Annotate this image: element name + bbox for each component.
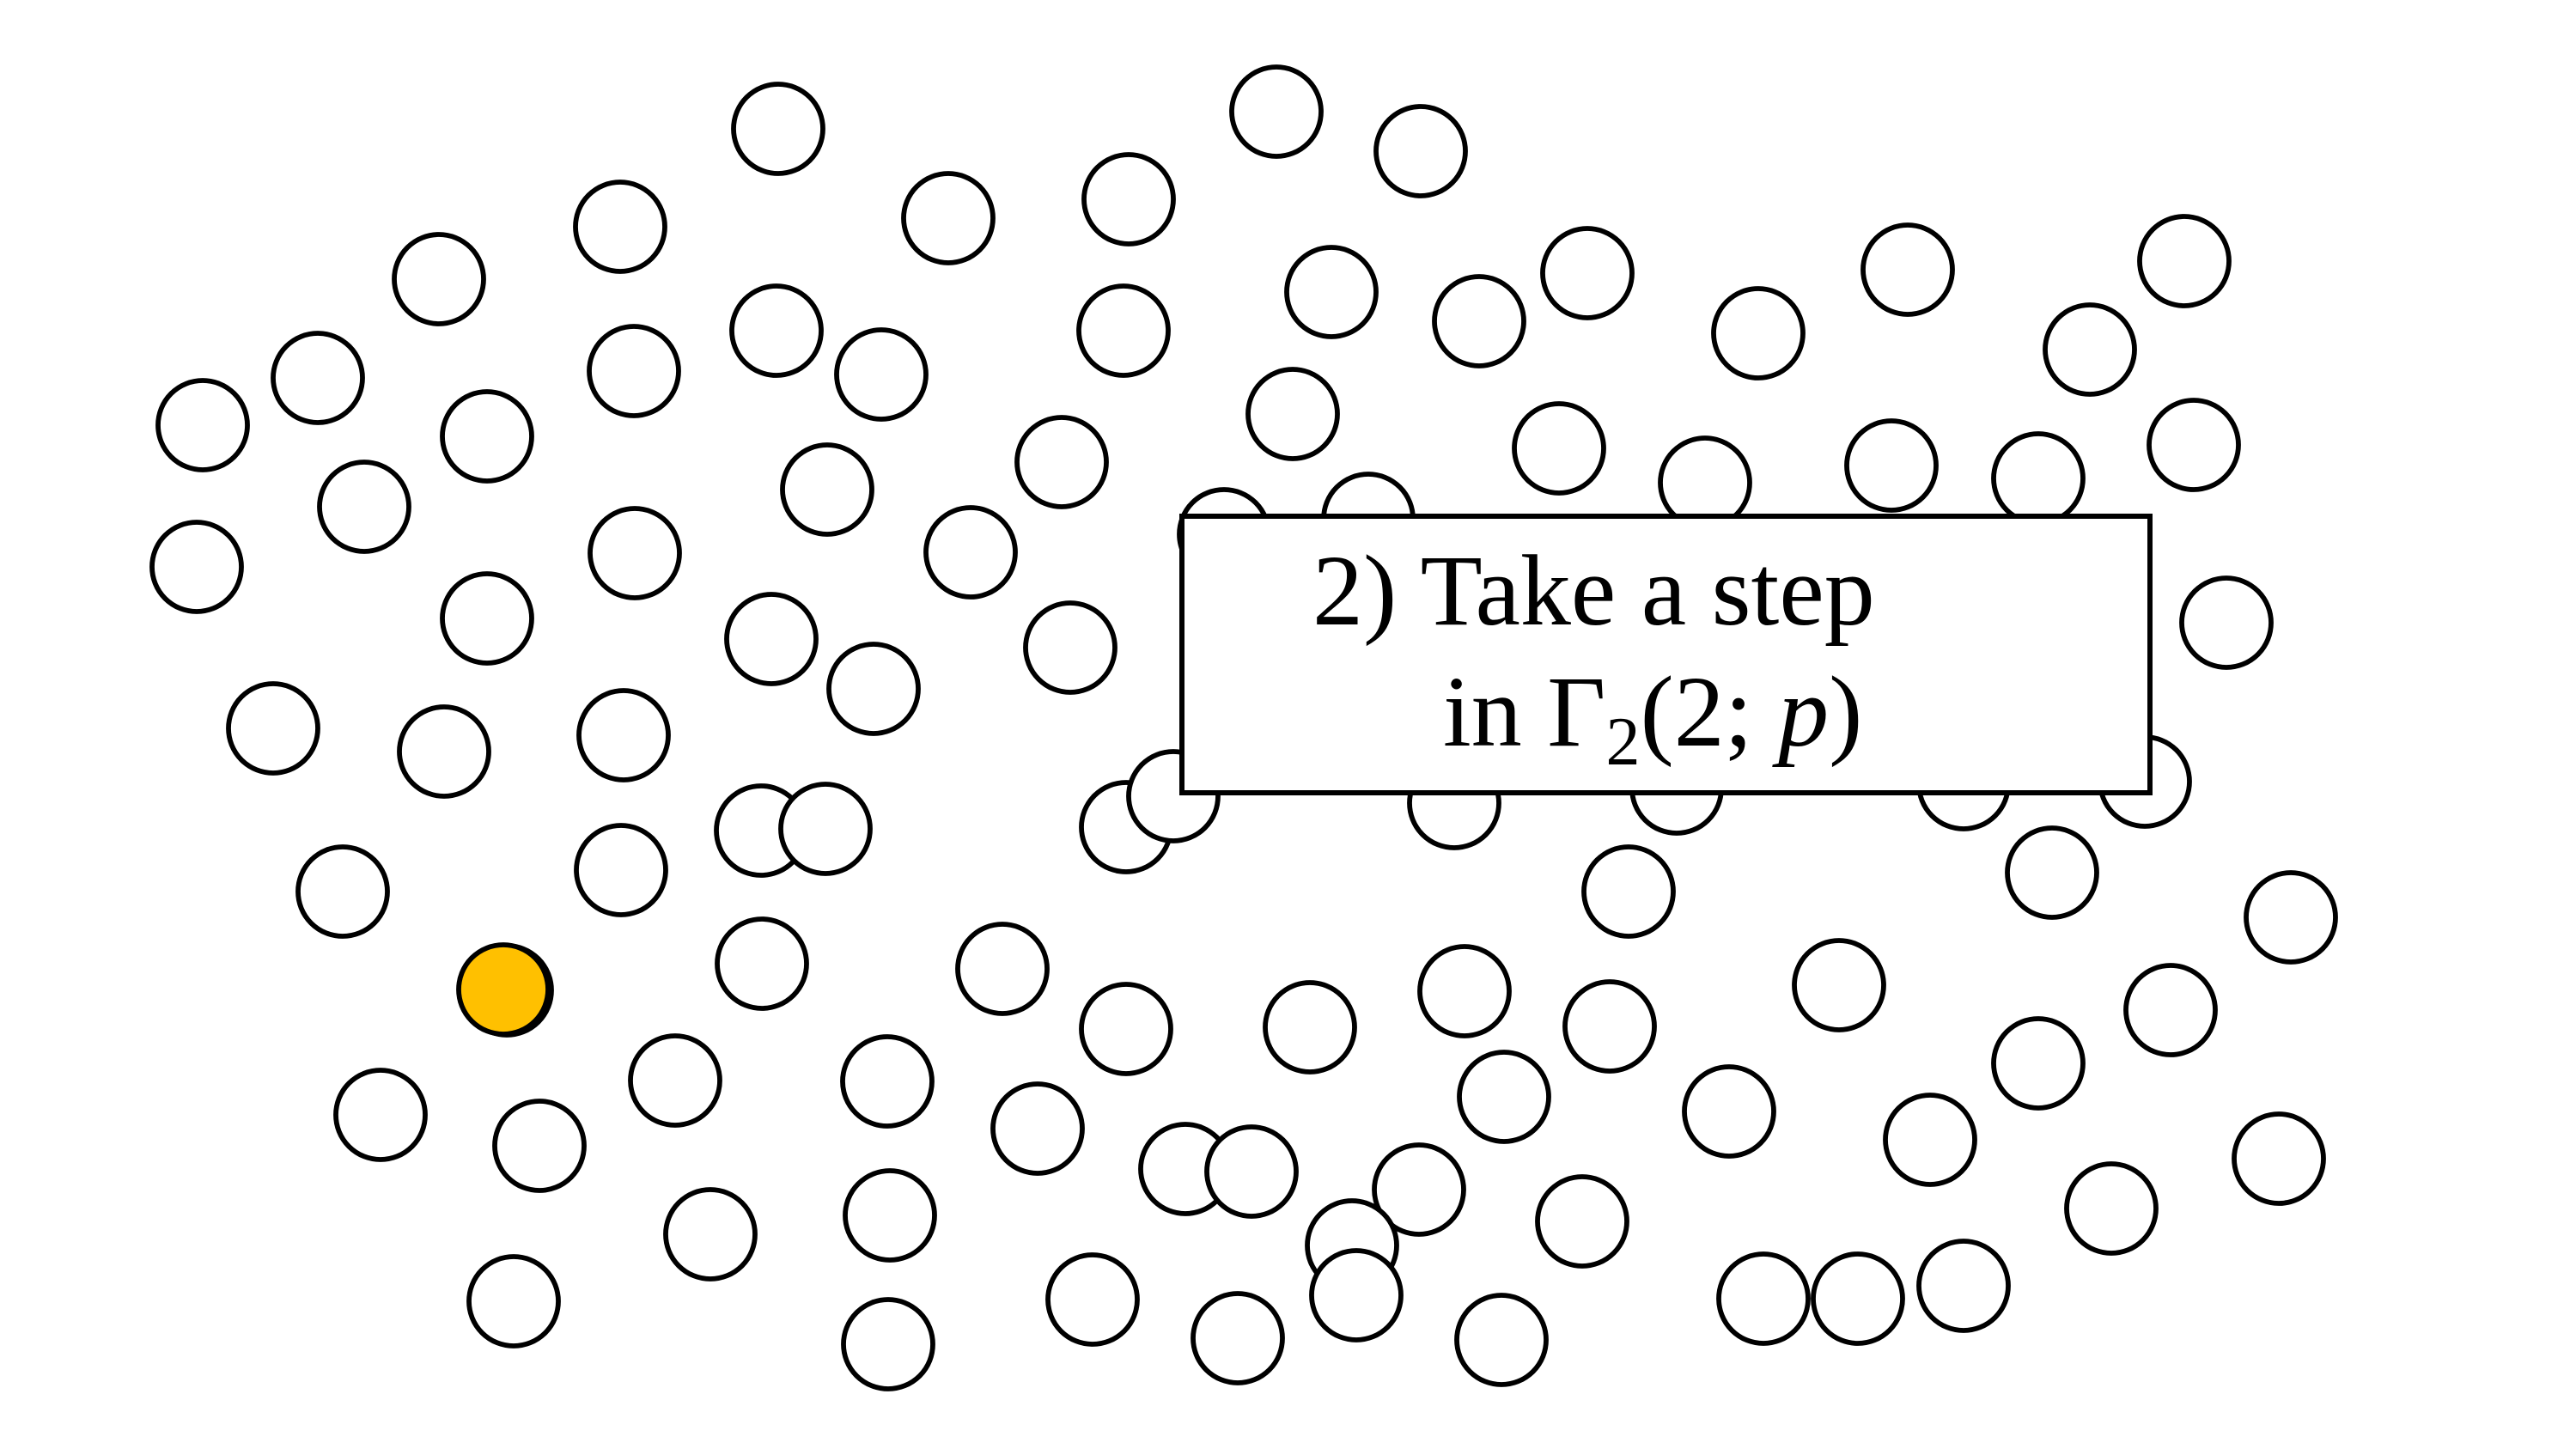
graph-node	[295, 844, 390, 939]
graph-node	[1245, 367, 1340, 461]
graph-node	[901, 171, 996, 265]
graph-node	[2064, 1161, 2159, 1256]
graph-node	[1883, 1093, 1977, 1187]
graph-node	[1372, 1142, 1466, 1237]
graph-node	[1991, 431, 2086, 526]
callout-frame	[1179, 514, 2153, 795]
graph-node	[587, 324, 681, 418]
callout-line-2: in Γ2(2; p)	[1443, 655, 1862, 780]
graph-node	[2137, 214, 2232, 308]
graph-node	[440, 571, 534, 666]
graph-node	[392, 232, 486, 326]
graph-node	[1792, 938, 1886, 1032]
graph-node	[2123, 963, 2218, 1057]
graph-node	[780, 442, 874, 537]
graph-node	[2179, 575, 2274, 670]
graph-node	[955, 922, 1050, 1016]
graph-node	[1076, 283, 1171, 378]
graph-node	[1991, 1016, 2086, 1111]
graph-node	[1081, 152, 1176, 247]
gamma-subscript: 2	[1606, 704, 1641, 780]
graph-node	[1432, 274, 1526, 368]
graph-node	[715, 916, 809, 1011]
graph-node	[731, 82, 825, 176]
graph-node	[1454, 1293, 1549, 1387]
graph-node	[1512, 401, 1606, 496]
graph-node	[588, 506, 682, 600]
graph-node	[826, 642, 921, 736]
graph-node	[440, 389, 534, 484]
graph-node	[1916, 1239, 2011, 1333]
graph-node	[1079, 982, 1173, 1076]
graph-node	[1284, 245, 1379, 339]
graph-node	[317, 460, 411, 554]
graph-node	[1535, 1174, 1629, 1269]
graph-node	[333, 1068, 428, 1162]
graph-node	[2043, 302, 2137, 397]
gamma-symbol: Γ	[1547, 655, 1605, 768]
graph-node	[2244, 870, 2338, 965]
callout-line-1: 2) Take a step	[1312, 534, 1875, 647]
graph-node	[576, 688, 671, 782]
graph-node	[834, 327, 929, 422]
graph-node	[573, 180, 667, 274]
graph-node	[729, 283, 824, 378]
graph-node	[1045, 1252, 1140, 1347]
graph-node	[841, 1297, 935, 1391]
graph-node	[1191, 1291, 1285, 1385]
graph-node	[990, 1081, 1085, 1176]
graph-node	[1204, 1124, 1299, 1219]
graph-node	[1811, 1251, 1905, 1346]
graph-node	[778, 782, 873, 876]
graph-node	[628, 1033, 722, 1128]
graph-node	[226, 681, 320, 776]
graph-node	[2232, 1111, 2326, 1206]
graph-node	[574, 823, 668, 917]
callout-line-2-prefix: in	[1443, 655, 1547, 768]
graph-node	[1711, 286, 1806, 381]
graph-node	[1417, 944, 1512, 1038]
graph-node	[1263, 980, 1357, 1075]
graph-node	[1457, 1050, 1551, 1144]
graph-node	[1562, 979, 1657, 1074]
graph-node	[492, 1099, 587, 1193]
graph-node	[2005, 825, 2099, 920]
graph-node	[397, 704, 491, 799]
graph-node	[1581, 844, 1676, 939]
graph-node	[843, 1168, 937, 1263]
graph-node	[149, 520, 244, 614]
graph-node	[1860, 222, 1955, 317]
graph-node	[1844, 418, 1939, 513]
graph-node	[840, 1034, 935, 1129]
graph-node	[1373, 104, 1468, 198]
graph-node	[923, 505, 1018, 600]
highlighted-node	[456, 942, 551, 1037]
callout-args-close: )	[1829, 655, 1862, 768]
callout-args-open: (2;	[1641, 655, 1779, 768]
graph-node	[1229, 64, 1324, 159]
graph-node	[663, 1187, 758, 1282]
graph-node	[1023, 600, 1117, 695]
graph-node	[2147, 398, 2241, 492]
graph-node	[1540, 226, 1635, 320]
callout-variable-p: p	[1772, 655, 1829, 768]
graph-node	[155, 378, 250, 472]
graph-node	[1309, 1248, 1404, 1342]
graph-node	[1716, 1251, 1811, 1346]
graph-node	[466, 1254, 561, 1349]
graph-node	[1014, 415, 1109, 509]
graph-node	[724, 592, 819, 686]
graph-node	[1682, 1064, 1776, 1159]
callout-box: 2) Take a step in Γ2(2; p)	[1179, 514, 2153, 795]
graph-node	[271, 331, 365, 425]
